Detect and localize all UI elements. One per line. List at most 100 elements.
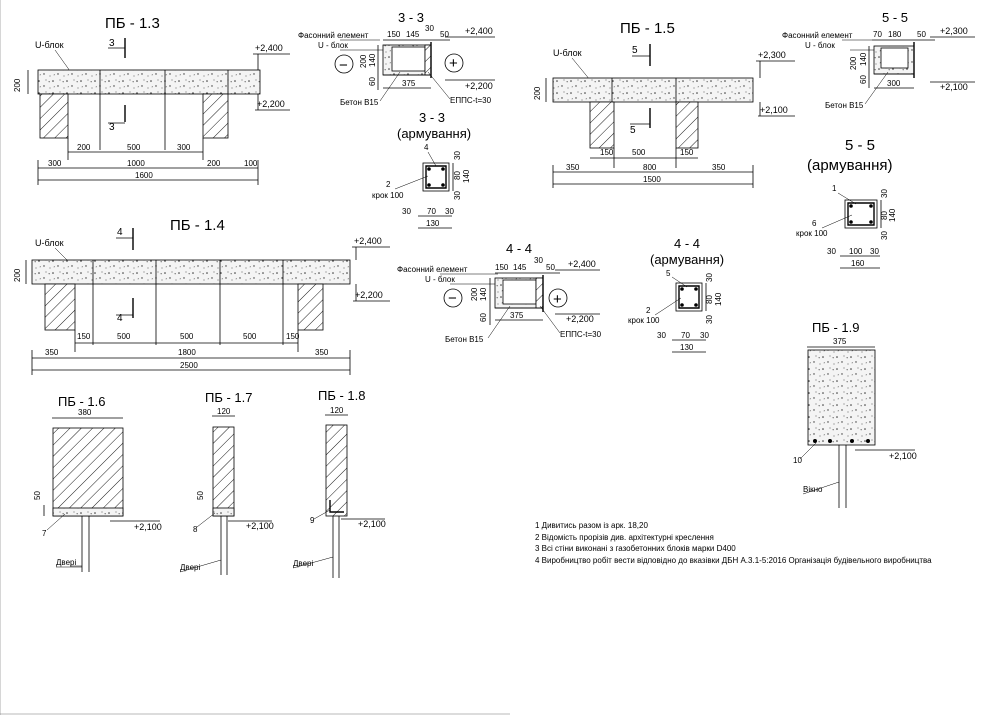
dim-inner-5: 150: [286, 332, 300, 341]
section-mark-bottom: 3: [109, 122, 115, 133]
mark-bottom: +2,200: [355, 290, 383, 300]
dim-top-3: 30: [534, 256, 543, 265]
section-mark-bottom: 5: [630, 125, 636, 136]
lintel-pb-1-8: ПБ - 1.8 120 9 +2,100 Двері: [292, 388, 386, 578]
title-1: 3 - 3: [419, 110, 445, 125]
dim-top-1: 150: [387, 30, 401, 39]
dim-bottom-3: 350: [315, 348, 329, 357]
h140: 140: [714, 292, 723, 306]
mark-bottom: +2,100: [760, 105, 788, 115]
beam-title: ПБ - 1.4: [170, 217, 225, 234]
pos-a: 5: [666, 269, 671, 278]
lintel-title: ПБ - 1.7: [205, 390, 253, 405]
title-1: 5 - 5: [845, 137, 875, 154]
mark-top: +2,300: [940, 26, 968, 36]
dim-inner-4: 500: [243, 332, 257, 341]
h200: 200: [359, 54, 368, 68]
note-2: 2 Відомість прорізів див. архітектурні к…: [535, 533, 714, 542]
lintel-title: ПБ - 1.8: [318, 388, 366, 403]
dim-inner-1: 200: [77, 143, 91, 152]
beam-u-block: [552, 77, 754, 103]
step-label: крок 100: [796, 229, 828, 238]
wall-right: [297, 283, 324, 331]
dim-bottom-1: 30: [657, 331, 666, 340]
mark-bottom: +2,200: [465, 81, 493, 91]
lintel-pb-1-9: ПБ - 1.9 375 10 +2,100 Вікно: [793, 320, 917, 508]
mark-top: +2,400: [465, 26, 493, 36]
width-dim: 375: [510, 311, 524, 320]
dim-bottom-2: 70: [681, 331, 690, 340]
beam-pb-1-4: ПБ - 1.4 U-блок 4 4 +2,400 +2,200 200 15…: [13, 217, 390, 375]
element-label: Фасонний елемент: [782, 31, 853, 40]
epps-label: ЕППС-t=30: [450, 96, 492, 105]
beam-u-block: [37, 69, 261, 95]
step-label: крок 100: [372, 191, 404, 200]
dim-right-1: 30: [705, 273, 714, 282]
mark-label: +2,100: [889, 451, 917, 461]
dim-right-1: 30: [880, 189, 889, 198]
lintel-body: [212, 426, 235, 517]
dim-top-2: 145: [513, 263, 527, 272]
h200: 200: [470, 287, 479, 301]
dim-inner-2: 500: [127, 143, 141, 152]
section-4-4: 4 - 4 Фасонний елемент U - блок 150 145 …: [397, 241, 602, 344]
dim-bottom-3: 30: [870, 247, 879, 256]
wall-left: [44, 283, 76, 331]
rebar-cage: [844, 199, 878, 229]
pos-b: 2: [386, 180, 391, 189]
dim-bottom-3: 30: [700, 331, 709, 340]
lintel-body: [52, 427, 124, 517]
section-title: 4 - 4: [506, 241, 532, 256]
h-dim: 50: [33, 491, 42, 500]
pos-b: 2: [646, 306, 651, 315]
note-4: 4 Виробництво робіт вести відповідно до …: [535, 556, 932, 565]
h60: 60: [479, 313, 488, 322]
beam-u-block: [31, 259, 351, 285]
pos-label: 7: [42, 529, 47, 538]
dim-bottom-1: 300: [48, 159, 62, 168]
h60: 60: [368, 77, 377, 86]
dim-bottom-3: 30: [445, 207, 454, 216]
h140: 140: [479, 287, 488, 301]
plus-sign: +: [449, 55, 458, 72]
mark-label: +2,100: [358, 519, 386, 529]
mark-top: +2,400: [568, 259, 596, 269]
title-1: 4 - 4: [674, 236, 700, 251]
lintel-title: ПБ - 1.9: [812, 320, 860, 335]
mark-top: +2,400: [255, 43, 283, 53]
dim-bottom-1: 30: [827, 247, 836, 256]
dim-right-2: 80: [705, 295, 714, 304]
reinforcement-5-5: 5 - 5 (армування) 1 6 крок 100 30 80 30 …: [796, 137, 897, 269]
dim-inner-3: 150: [680, 148, 694, 157]
pos-label: 9: [310, 516, 315, 525]
dim-top-1: 70: [873, 30, 882, 39]
mark-top: +2,400: [354, 236, 382, 246]
beam-title: ПБ - 1.5: [620, 20, 675, 37]
epps-insulation: [424, 44, 432, 76]
dim-top-4: 50: [546, 263, 555, 272]
dim-total: 160: [851, 259, 865, 268]
window-label: Вікно: [803, 485, 823, 494]
epps-insulation: [535, 277, 544, 309]
height-dim: 200: [533, 86, 542, 100]
dim-total: 130: [680, 343, 694, 352]
u-block-label: U - блок: [425, 275, 455, 284]
dim-total: 1600: [135, 171, 153, 180]
width-dim: 375: [833, 337, 847, 346]
section-mark-top: 4: [117, 227, 123, 238]
mark-bottom: +2,200: [257, 99, 285, 109]
dim-inner-3: 500: [180, 332, 194, 341]
dim-right-1: 30: [453, 151, 462, 160]
h140: 140: [368, 53, 377, 67]
dim-inner-1: 150: [77, 332, 91, 341]
epps-label: ЕППС-t=30: [560, 330, 602, 339]
dim-right-2: 80: [880, 211, 889, 220]
u-block-label: U-блок: [553, 48, 582, 58]
dim-top-4: 50: [440, 30, 449, 39]
pos-a: 1: [832, 184, 837, 193]
rebar-cage: [675, 282, 703, 312]
dim-top-3: 50: [917, 30, 926, 39]
dim-top-1: 150: [495, 263, 509, 272]
dim-total: 1500: [643, 175, 661, 184]
mark-bottom: +2,100: [940, 82, 968, 92]
